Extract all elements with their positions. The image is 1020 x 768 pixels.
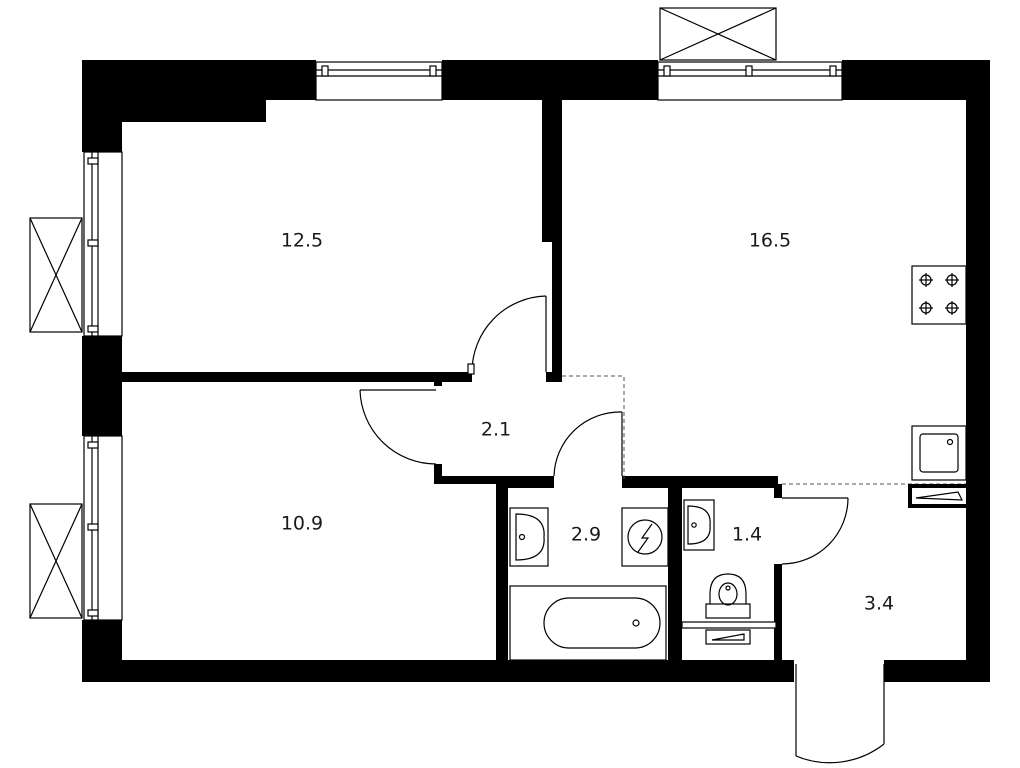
toilet-flush-panel-icon [681, 621, 777, 645]
kitchen-sink-icon [911, 425, 967, 481]
zone-boundary-hall-living [562, 375, 625, 480]
washing-machine-icon [621, 507, 669, 567]
door-bedroom-2 [359, 389, 437, 465]
door-bedroom-1 [467, 295, 547, 375]
area-label-toilet: 1.4 [732, 524, 762, 546]
door-bathroom [553, 411, 623, 477]
ac-unit-left-top [29, 217, 83, 333]
bathroom-sink-icon [509, 507, 549, 567]
ac-unit-left-bottom [29, 503, 83, 619]
window-left-bedroom-1 [83, 151, 123, 337]
door-toilet [781, 497, 849, 565]
area-label-entrance: 3.4 [864, 593, 894, 615]
bathtub-icon [509, 585, 667, 661]
area-label-bathroom: 2.9 [571, 524, 601, 546]
door-entrance [795, 664, 885, 764]
ac-unit-top [659, 7, 777, 61]
stove-icon [911, 265, 967, 325]
area-label-hall: 2.1 [481, 419, 511, 441]
window-left-bedroom-2 [83, 435, 123, 621]
window-top-bedroom [315, 61, 443, 101]
toilet-sink-icon [683, 499, 715, 551]
area-label-bedroom-2: 10.9 [281, 513, 323, 535]
interior-walls [122, 100, 782, 666]
area-label-living-kitchen: 16.5 [749, 230, 791, 252]
area-label-bedroom-1: 12.5 [281, 230, 323, 252]
window-top-living [657, 61, 843, 101]
exterior-walls [82, 60, 990, 682]
shoe-cabinet-icon [908, 484, 970, 508]
toilet-icon [705, 573, 751, 619]
